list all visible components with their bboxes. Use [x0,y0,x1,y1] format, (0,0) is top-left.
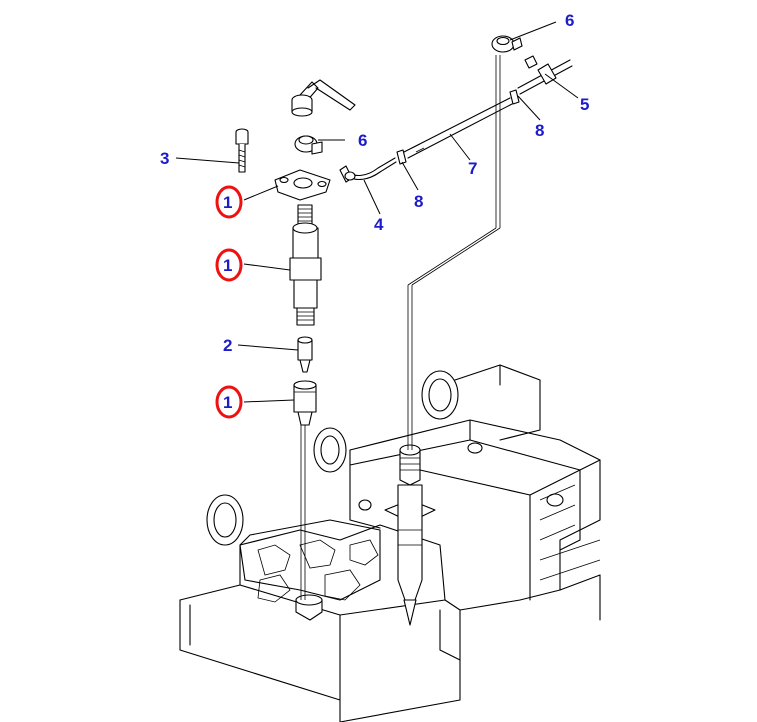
callout-8-lower: 8 [414,192,423,211]
callout-1-holder: 1 [223,193,232,212]
callout-6-lower: 6 [358,131,367,150]
callout-3: 3 [160,149,169,168]
callout-7: 7 [468,159,477,178]
leader-lines [175,21,579,403]
callout-1-injector: 1 [223,256,232,275]
callout-5: 5 [580,95,589,114]
highlight-ring [215,385,243,419]
injector-exploded-stack [235,79,356,426]
highlight-ring [215,185,243,219]
callout-1-nut: 1 [223,393,232,412]
callout-4: 4 [374,215,384,234]
assembly-guide-lines [300,55,501,600]
highlight-ring [215,248,243,282]
engine-block [179,364,601,722]
callout-labels: 1 1 1 2 3 4 5 6 6 7 8 8 [160,11,589,419]
callout-8-upper: 8 [535,121,544,140]
fuel-line-parts [339,35,573,183]
callout-6-upper: 6 [565,11,574,30]
callout-2: 2 [223,336,232,355]
